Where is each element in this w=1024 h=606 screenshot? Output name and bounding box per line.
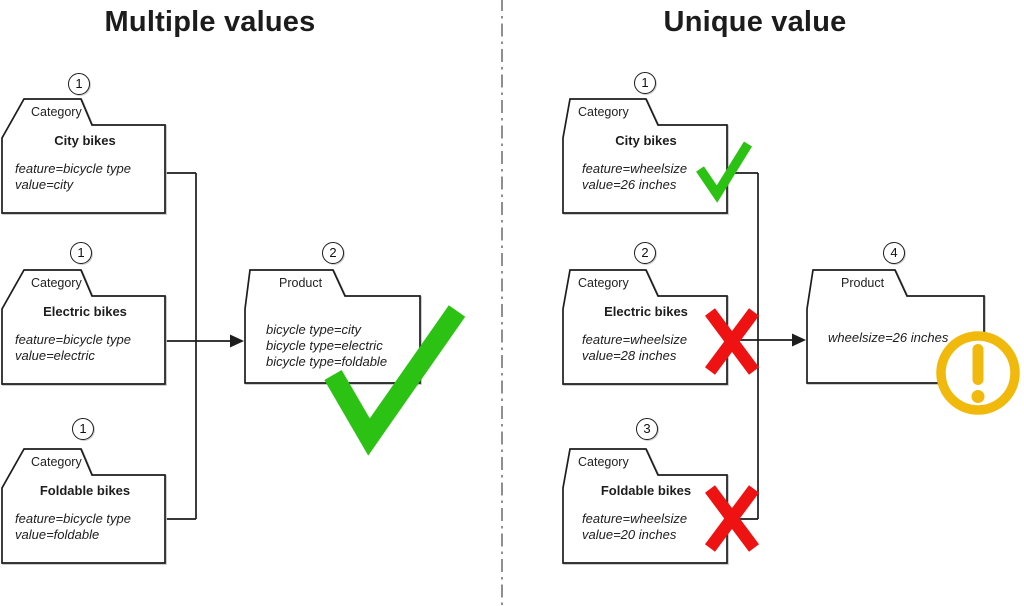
feature-line: feature=bicycle type	[15, 511, 131, 526]
value-line: value=26 inches	[582, 177, 677, 192]
feature-line: feature=wheelsize	[582, 511, 688, 526]
left-arrowhead-icon	[230, 334, 244, 348]
badge-number: 4	[890, 245, 898, 260]
category-folder-foldable-bikes-left: Category Foldable bikes feature=bicycle …	[0, 447, 170, 567]
product-attr-line: bicycle type=electric	[266, 338, 383, 353]
number-badge: 2	[322, 242, 344, 264]
product-attr-line: bicycle type=city	[266, 322, 362, 337]
folder-tab-label: Category	[31, 276, 82, 290]
category-name: Electric bikes	[43, 304, 127, 319]
folder-tab-label: Product	[841, 276, 885, 290]
badge-number: 1	[641, 75, 649, 90]
category-name: City bikes	[54, 133, 116, 148]
category-name: City bikes	[615, 133, 677, 148]
badge-number: 3	[643, 421, 651, 436]
value-line: value=20 inches	[582, 527, 677, 542]
right-panel-title: Unique value	[663, 6, 847, 38]
folder-tab-label: Category	[578, 455, 629, 469]
value-line: value=city	[15, 177, 74, 192]
folder-tab-label: Product	[279, 276, 323, 290]
folder-shape	[806, 269, 985, 384]
feature-line: feature=bicycle type	[15, 332, 131, 347]
feature-line: feature=wheelsize	[582, 161, 688, 176]
feature-line: feature=wheelsize	[582, 332, 688, 347]
folder-shape	[1, 269, 166, 385]
feature-line: feature=bicycle type	[15, 161, 131, 176]
number-badge: 2	[634, 242, 656, 264]
value-line: value=28 inches	[582, 348, 677, 363]
category-folder-foldable-bikes-right: Category Foldable bikes feature=wheelsiz…	[561, 447, 731, 567]
badge-number: 1	[75, 76, 83, 91]
category-folder-electric-bikes-left: Category Electric bikes feature=bicycle …	[0, 268, 170, 388]
value-line: value=foldable	[15, 527, 100, 542]
left-connectors	[165, 172, 231, 520]
value-line: value=electric	[15, 348, 95, 363]
category-name: Foldable bikes	[600, 483, 692, 498]
badge-number: 1	[79, 421, 87, 436]
number-badge: 1	[68, 73, 90, 95]
number-badge: 1	[70, 242, 92, 264]
badge-number: 1	[77, 245, 85, 260]
category-folder-city-bikes-left: Category City bikes feature=bicycle type…	[0, 97, 170, 217]
right-arrowhead-icon	[792, 333, 806, 347]
folder-tab-label: Category	[578, 105, 629, 119]
folder-shape	[1, 448, 166, 564]
folder-shape	[1, 98, 166, 214]
product-folder-right: Product wheelsize=26 inches	[805, 268, 989, 388]
badge-number: 2	[641, 245, 649, 260]
number-badge: 1	[72, 418, 94, 440]
number-badge: 1	[634, 72, 656, 94]
folder-tab-label: Category	[31, 455, 82, 469]
product-folder-left: Product bicycle type=city bicycle type=e…	[243, 268, 425, 388]
product-attr-line: bicycle type=foldable	[266, 354, 388, 369]
category-folder-electric-bikes-right: Category Electric bikes feature=wheelsiz…	[561, 268, 731, 388]
category-folder-city-bikes-right: Category City bikes feature=wheelsize va…	[561, 97, 731, 217]
folder-tab-label: Category	[31, 105, 82, 119]
category-name: Foldable bikes	[39, 483, 131, 498]
right-connectors	[727, 172, 793, 520]
number-badge: 3	[636, 418, 658, 440]
product-attr-line: wheelsize=26 inches	[828, 330, 949, 345]
category-name: Electric bikes	[604, 304, 688, 319]
folder-tab-label: Category	[578, 276, 629, 290]
number-badge: 4	[883, 242, 905, 264]
left-panel-title: Multiple values	[104, 6, 316, 38]
badge-number: 2	[329, 245, 337, 260]
